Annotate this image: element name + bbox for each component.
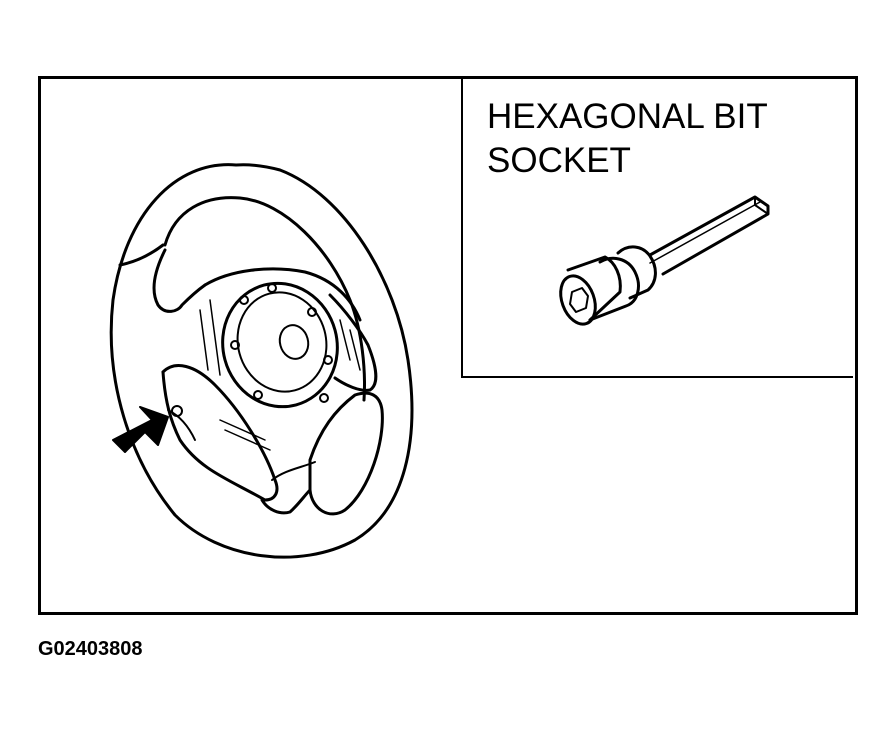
- hub-bolt: [319, 393, 329, 403]
- figure-frame: [38, 76, 858, 615]
- wheel-rim-seam: [118, 243, 165, 267]
- hub-bolt: [253, 390, 263, 400]
- wheel-upper-left-pocket: [152, 248, 207, 313]
- figure-id: G02403808: [38, 638, 143, 660]
- hub-bolt: [239, 295, 249, 305]
- wheel-bottom-spoke-2: [271, 461, 316, 481]
- inset-label-line-2: SOCKET: [487, 141, 631, 180]
- hub-bolt: [267, 283, 277, 293]
- socket-shank: [648, 195, 770, 276]
- steering-wheel-icon: [109, 163, 414, 559]
- socket-barrel: [566, 255, 622, 322]
- hub-bolt: [323, 355, 333, 365]
- access-hole-screw: [171, 405, 183, 417]
- inset-label-line-1: HEXAGONAL BIT: [487, 97, 768, 136]
- socket-hex-hole: [569, 287, 589, 313]
- wheel-hub-ring: [236, 291, 328, 393]
- wheel-rim-outer: [109, 163, 414, 559]
- socket-body: [616, 245, 657, 300]
- wheel-hub-center: [278, 324, 310, 360]
- wheel-lower-right-pocket: [308, 391, 384, 516]
- arrow-shape: [112, 406, 169, 453]
- spoke-texture: [199, 299, 361, 451]
- hub-bolt: [230, 340, 240, 350]
- socket-shank-edge: [649, 201, 761, 264]
- arrow-icon: [112, 406, 169, 453]
- socket-collar: [588, 256, 640, 322]
- wheel-hub-outer: [221, 281, 339, 409]
- inset-box: [461, 76, 853, 378]
- wheel-rim-inner: [163, 196, 366, 402]
- socket-shank-end: [754, 196, 769, 215]
- hexagonal-bit-socket-icon: [559, 195, 770, 326]
- wheel-spoke-left: [203, 267, 362, 322]
- airbag-cover-left: [161, 364, 279, 502]
- wheel-right-pocket: [328, 293, 378, 392]
- socket-face: [559, 274, 597, 326]
- wheel-lower-left-pocket: [161, 370, 267, 502]
- wheel-bottom-spoke: [260, 488, 312, 515]
- hub-bolt: [307, 307, 317, 317]
